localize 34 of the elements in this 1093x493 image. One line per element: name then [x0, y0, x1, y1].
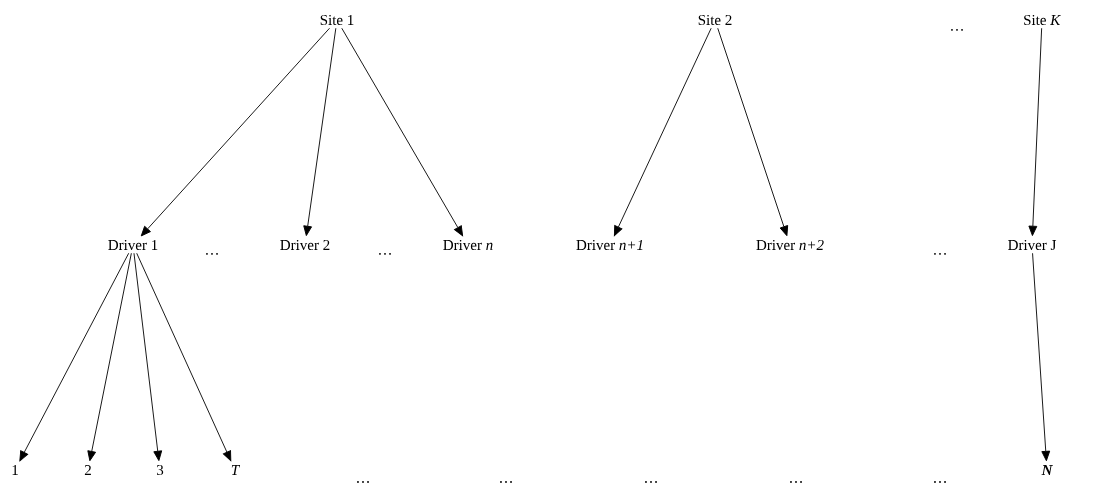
node-label: Site 1 [320, 14, 354, 26]
ellipsis: … [357, 481, 369, 483]
arrow [1028, 27, 1043, 236]
node-label: Site 2 [698, 14, 732, 26]
node-label: Driver n+1 [576, 239, 643, 251]
arrow [19, 252, 130, 462]
ellipsis: … [206, 253, 218, 255]
node-label: Driver n [443, 239, 493, 251]
ellipsis: … [934, 253, 946, 255]
arrow [341, 27, 464, 237]
arrow [136, 252, 232, 462]
node-label: Driver 2 [280, 239, 330, 251]
ellipsis: … [500, 481, 512, 483]
ellipsis: … [790, 481, 802, 483]
node-label: 1 [12, 465, 18, 475]
arrow [717, 27, 789, 237]
node-label: Driver 1 [108, 239, 158, 251]
arrow [613, 27, 712, 237]
ellipsis: … [645, 481, 657, 483]
node-label: 2 [84, 465, 91, 475]
ellipsis: … [951, 29, 963, 31]
arrow [87, 252, 132, 462]
node-label: T [231, 465, 241, 475]
arrow [133, 252, 163, 462]
ellipsis: … [379, 253, 391, 255]
arrow [140, 27, 330, 237]
arrow [303, 27, 337, 237]
node-label: Driver J [1008, 239, 1057, 251]
arrow [1032, 252, 1051, 462]
node-label: Site K [1024, 14, 1061, 26]
node-label: 3 [156, 464, 164, 476]
node-label: Driver n+2 [756, 239, 824, 251]
ellipsis: … [934, 481, 946, 483]
node-label: N [1041, 465, 1053, 475]
